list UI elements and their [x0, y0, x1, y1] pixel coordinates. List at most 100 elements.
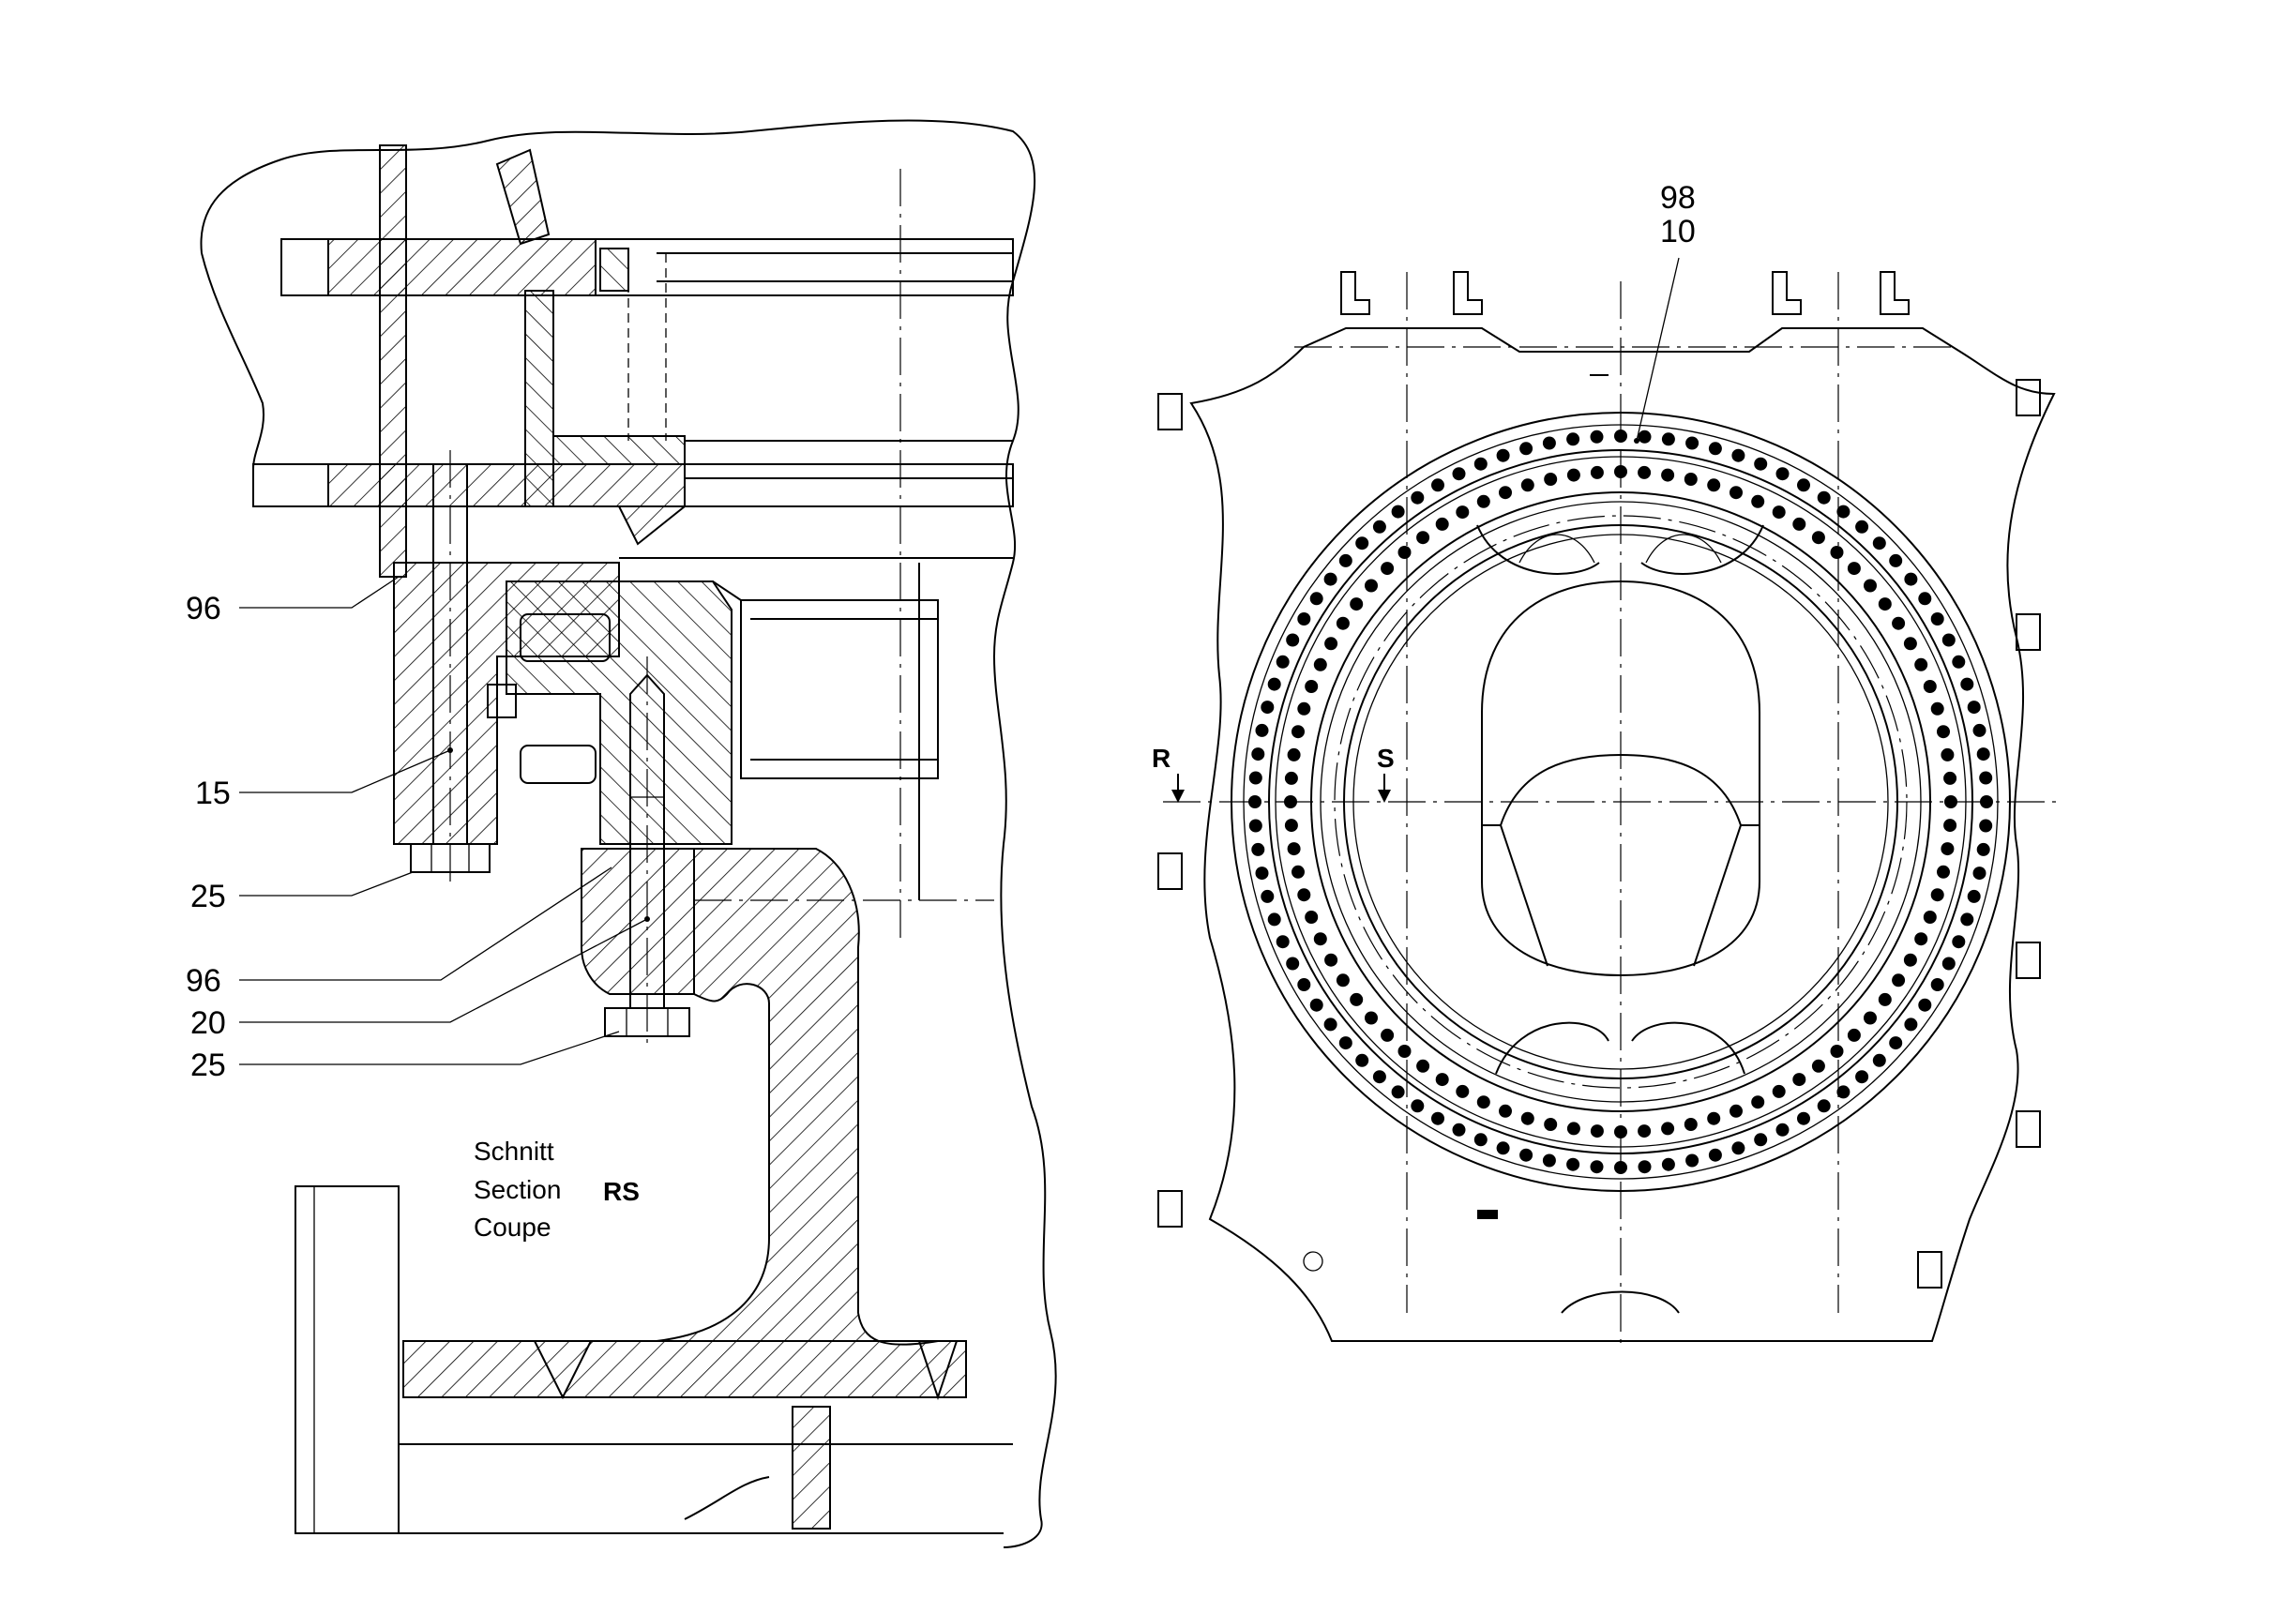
- lower-roller: [520, 745, 597, 784]
- outer-bolt-hole: [1775, 1123, 1790, 1137]
- outer-bolt-hole: [1731, 448, 1745, 462]
- inner-bolt-hole: [1350, 597, 1364, 611]
- bore-dashed: [1334, 515, 1908, 1089]
- upper-housing-outline: [200, 119, 1057, 1548]
- callout-15: 15: [195, 776, 231, 811]
- inner-bolt-hole: [1381, 562, 1395, 576]
- inner-bolt-hole: [1544, 1118, 1558, 1131]
- outer-bolt-hole: [1952, 655, 1966, 669]
- outer-bolt-hole: [1309, 592, 1323, 606]
- outer-bolt-hole: [1323, 572, 1337, 586]
- callout-98-leader: [1636, 257, 1680, 442]
- callout-96-top: 96: [186, 591, 221, 626]
- callout-25-top: 25: [190, 879, 226, 914]
- lower-lobes: [1495, 1021, 1745, 1075]
- mid-upper-block: [552, 435, 686, 465]
- outer-bolt-hole: [1452, 1123, 1466, 1137]
- inner-bolt-hole: [1566, 468, 1580, 482]
- mid-wedge: [617, 505, 687, 546]
- inner-bolt-hole: [1638, 1124, 1652, 1138]
- inner-bolt-hole: [1684, 1118, 1698, 1131]
- inner-bolt-hole: [1847, 562, 1861, 576]
- lower-housing-flange: [581, 848, 695, 995]
- outer-bolt-hole: [1972, 723, 1986, 737]
- inner-bolt-hole: [1305, 680, 1319, 693]
- outer-race-2: [1243, 424, 1999, 1180]
- flange-outline: [1189, 327, 2056, 1342]
- weld-2: [918, 1340, 958, 1401]
- outer-bolt-hole: [1297, 978, 1311, 991]
- outer-bolt-hole: [1566, 1157, 1580, 1171]
- outer-bolt-hole: [1638, 1160, 1652, 1174]
- inner-bolt-hole: [1892, 973, 1906, 987]
- inner-bolt-hole: [1661, 468, 1675, 482]
- inner-bolt-hole: [1751, 494, 1765, 508]
- outer-bolt-hole: [1251, 747, 1265, 761]
- callout-20: 20: [190, 1005, 226, 1041]
- outer-bolt-hole: [1836, 1085, 1850, 1099]
- inner-bolt-hole: [1297, 701, 1311, 716]
- inner-bolt-hole: [1937, 725, 1950, 739]
- inner-bolt-hole: [1661, 1122, 1675, 1136]
- inner-bolt-hole: [1297, 888, 1311, 902]
- outer-bolt-hole: [1904, 572, 1918, 586]
- outer-bolt-hole: [1941, 957, 1956, 971]
- inner-bolt-hole: [1864, 1011, 1877, 1025]
- outer-bolt-hole: [1797, 1111, 1810, 1125]
- inner-bolt-hole: [1892, 616, 1906, 630]
- outer-bolt-hole: [1255, 723, 1269, 737]
- inner-bolt-hole: [1792, 1073, 1806, 1087]
- top-plate-hatch-2: [599, 248, 629, 292]
- inner-bolt-hole: [1476, 1095, 1490, 1109]
- outer-bolt-hole: [1411, 1099, 1425, 1113]
- outer-bolt-hole: [1980, 795, 1993, 808]
- inner-bolt-hole: [1847, 1028, 1861, 1042]
- inner-bolt-hole: [1730, 1104, 1743, 1118]
- outer-bolt-hole: [1590, 1160, 1604, 1174]
- outer-bolt-hole: [1754, 1133, 1768, 1147]
- ink-mark: [1477, 1210, 1498, 1219]
- caption-schnitt: Schnitt: [474, 1137, 554, 1166]
- outer-bolt-hole: [1930, 612, 1944, 626]
- bore-ring: [1343, 524, 1898, 1079]
- inner-bolt-hole: [1284, 771, 1298, 785]
- plan-view: 98 10 R S: [1152, 180, 2063, 1350]
- middle-race-2: [1275, 456, 1967, 1148]
- callout-10: 10: [1660, 214, 1696, 249]
- seal-block: [487, 684, 517, 718]
- marker-s: S: [1377, 744, 1395, 803]
- svg-text:R: R: [1152, 744, 1171, 773]
- inner-bolt-hole: [1792, 517, 1806, 531]
- outer-bolt-hole: [1297, 612, 1311, 626]
- outer-bolt-hole: [1972, 867, 1986, 881]
- outer-bolt-hole: [1309, 998, 1323, 1012]
- callout-98: 98: [1660, 180, 1696, 216]
- outer-bolt-hole: [1355, 1053, 1369, 1067]
- inner-bolt-hole: [1324, 953, 1338, 967]
- outer-bolt-hole: [1267, 912, 1281, 927]
- outer-bolt-hole: [1889, 1036, 1903, 1050]
- inner-bolt-hole: [1830, 1045, 1844, 1058]
- top-lugs: [1340, 271, 1910, 315]
- outer-bolt-hole: [1411, 490, 1425, 505]
- outer-bolt-hole: [1391, 1085, 1405, 1099]
- outer-bolt-hole: [1685, 436, 1699, 450]
- inner-bolt-hole: [1590, 1124, 1604, 1138]
- outer-bolt-hole: [1248, 819, 1262, 833]
- inner-bolt-hole: [1287, 842, 1301, 856]
- inner-bolt-hole: [1566, 1122, 1580, 1136]
- bottom-plate: [402, 1340, 967, 1398]
- outer-bolt-hole: [1817, 490, 1831, 505]
- bottom-arc: [1561, 1290, 1680, 1314]
- outer-bolt-hole: [1261, 701, 1275, 715]
- callout-25-bottom: 25: [190, 1048, 226, 1083]
- inner-bolt-hole: [1544, 473, 1558, 486]
- inner-bolt-hole: [1864, 579, 1877, 593]
- leader-lines: [239, 576, 650, 1065]
- inner-bolt-hole: [1365, 1011, 1378, 1025]
- outer-bolt-hole: [1967, 889, 1981, 903]
- outer-bolt-hole: [1519, 1148, 1533, 1162]
- inner-bolt-hole: [1305, 911, 1319, 924]
- inner-bolt-hole: [1284, 819, 1298, 833]
- outer-bolt-hole: [1960, 677, 1974, 691]
